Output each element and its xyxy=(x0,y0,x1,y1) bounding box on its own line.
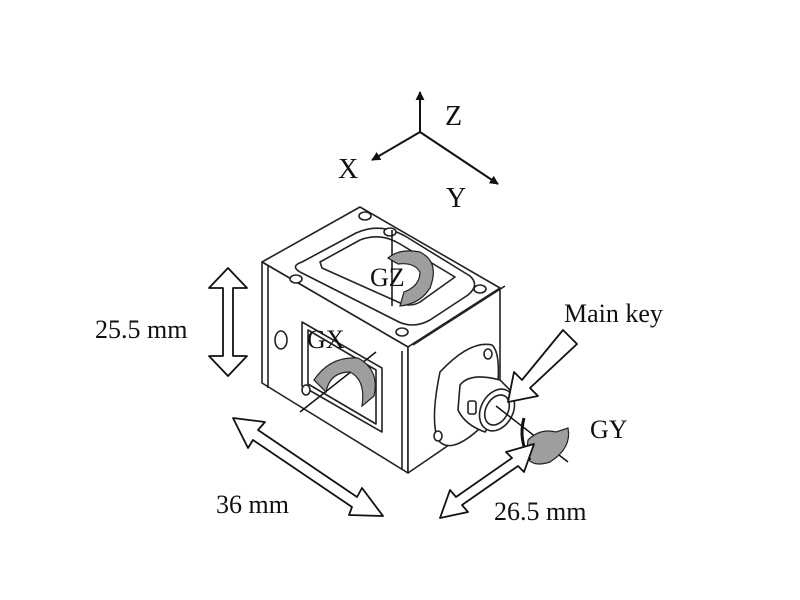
main-key-arrow xyxy=(507,329,578,403)
top-hole-3 xyxy=(473,284,487,294)
width-dimension-label: 36 mm xyxy=(216,490,289,519)
flange-hole-1 xyxy=(483,348,493,360)
height-dimension-arrow xyxy=(208,267,248,377)
coordinate-axes xyxy=(371,91,499,185)
top-hole-2 xyxy=(383,227,397,237)
y-axis-arrow xyxy=(419,131,499,185)
flange-hole-2 xyxy=(433,430,443,442)
gz-label: GZ xyxy=(370,263,405,292)
top-hole-4 xyxy=(289,274,303,284)
gy-rotation-arrow xyxy=(495,405,570,465)
x-axis-arrow xyxy=(371,131,421,161)
gx-rotation-arrow xyxy=(299,351,377,413)
gz-rotation-arrow xyxy=(386,230,434,307)
depth-dimension-arrow xyxy=(439,443,535,519)
z-axis-label: Z xyxy=(445,101,462,132)
depth-dimension-label: 26.5 mm xyxy=(494,497,586,526)
top-hole-1 xyxy=(358,211,372,221)
x-axis-label: X xyxy=(338,154,358,185)
left-face-hole xyxy=(274,330,288,350)
main-key-label: Main key xyxy=(564,299,663,328)
width-dimension-arrow xyxy=(232,417,384,517)
height-dimension-label: 25.5 mm xyxy=(95,315,187,344)
top-hole-5 xyxy=(395,327,409,337)
gx-label: GX xyxy=(307,325,345,354)
left-face-window xyxy=(301,321,383,433)
gy-label: GY xyxy=(590,415,628,444)
left-window-hole xyxy=(301,384,311,396)
y-axis-label: Y xyxy=(446,183,466,214)
shaft-keyway xyxy=(467,400,477,415)
